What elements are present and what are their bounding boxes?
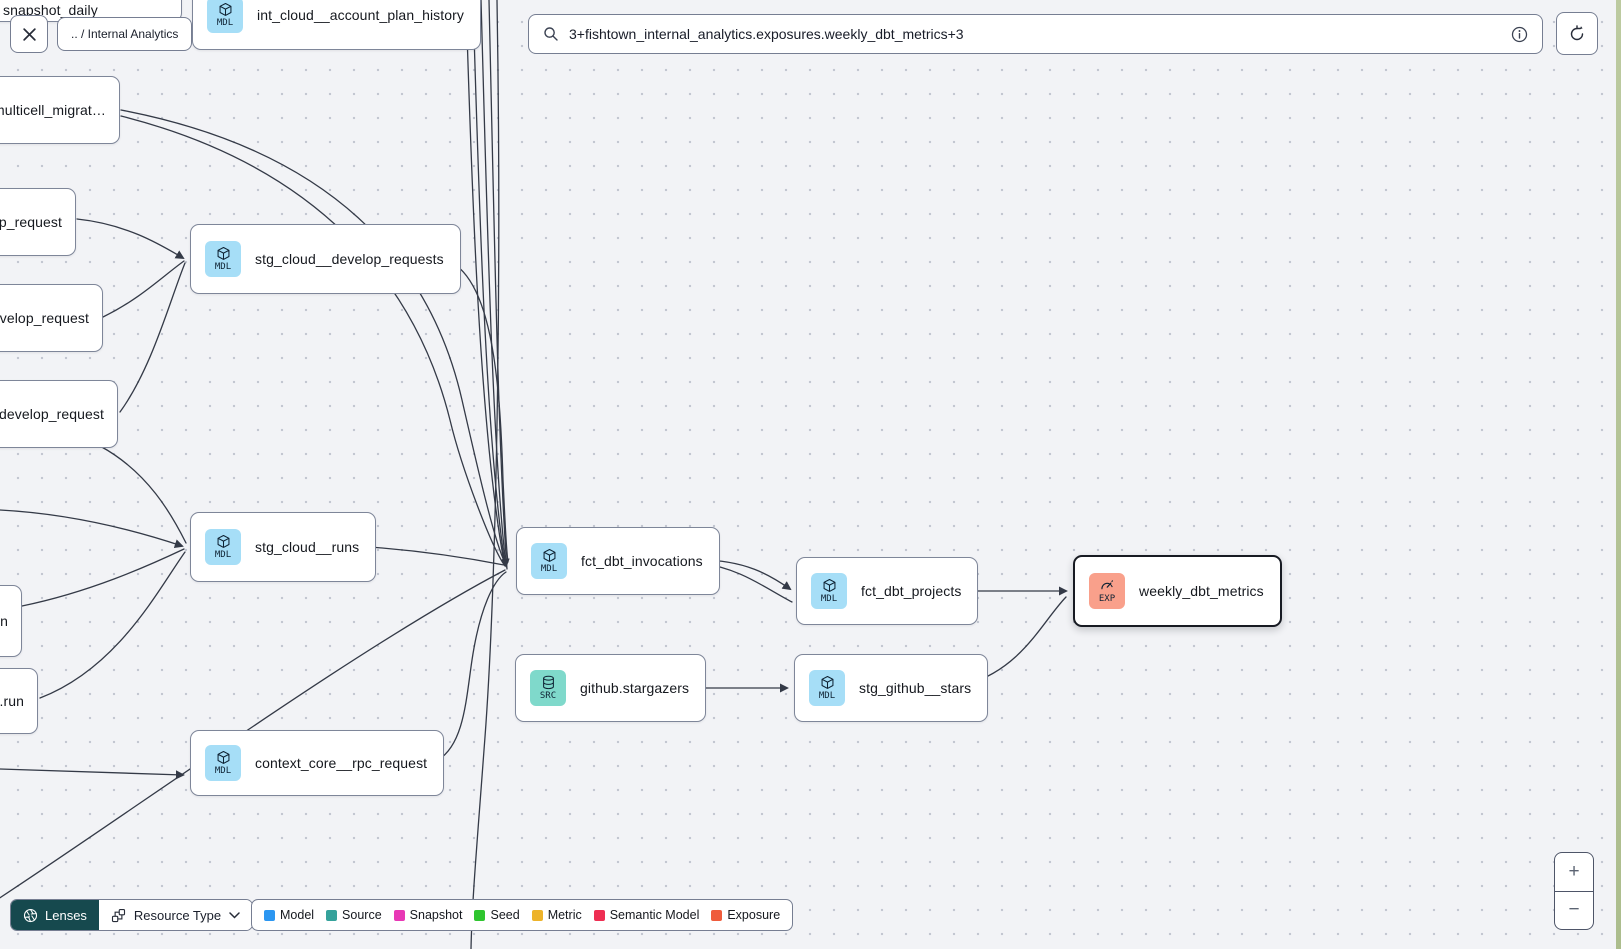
legend-item-snapshot: Snapshot [393, 908, 462, 922]
model-badge: MDL [811, 573, 847, 609]
snapshot-swatch [393, 909, 405, 921]
workflow-icon [111, 908, 125, 922]
node-label: fct_dbt_invocations [581, 553, 703, 569]
model-badge: MDL [205, 745, 241, 781]
node-fct-dbt-invocations[interactable]: MDL fct_dbt_invocations [516, 527, 720, 595]
zoom-out-button[interactable]: − [1568, 899, 1580, 921]
legend-item-source: Source [326, 908, 382, 922]
node-context-core-rpc-request[interactable]: MDL context_core__rpc_request [190, 730, 445, 796]
node-weekly-dbt-metrics[interactable]: EXP weekly_dbt_metrics [1073, 555, 1282, 627]
legend-item-seed: Seed [474, 908, 520, 922]
model-badge: MDL [205, 241, 241, 277]
node-label: int_cloud__account_plan_history [257, 7, 465, 23]
node-label: fct_dbt_projects [861, 583, 962, 599]
node-label: context_core__rpc_request [255, 755, 428, 771]
model-badge: MDL [207, 0, 243, 33]
node-label: .run [0, 693, 24, 709]
node-int-cloud-account-plan-history[interactable]: MDL int_cloud__account_plan_history [192, 0, 482, 50]
exposure-swatch [711, 909, 723, 921]
lenses-toolbar: Lenses Resource Type [10, 899, 254, 931]
legend-item-model: Model [264, 908, 314, 922]
close-button[interactable] [10, 15, 48, 53]
node-label: stg_cloud__runs [255, 539, 360, 555]
aperture-icon [23, 908, 38, 922]
node-label: stg_github__stars [859, 680, 972, 696]
node-label: p_request [0, 214, 62, 230]
cube-icon [217, 534, 229, 548]
model-badge: MDL [531, 543, 567, 579]
source-badge: SRC [530, 670, 566, 706]
node-fct-dbt-projects[interactable]: MDL fct_dbt_projects [796, 557, 979, 625]
node-label: snapshot_daily [3, 2, 98, 18]
node-label: n [0, 613, 8, 629]
refresh-button[interactable] [1556, 12, 1598, 55]
node-p-request[interactable]: p_request [0, 188, 76, 256]
node-label: .develop_request [0, 406, 104, 422]
source-swatch [326, 909, 338, 921]
breadcrumb[interactable]: .. / Internal Analytics [57, 17, 193, 51]
node-develop-request[interactable]: .develop_request [0, 380, 118, 448]
semantic-model-swatch [593, 909, 605, 921]
node-stg-cloud-runs[interactable]: MDL stg_cloud__runs [190, 512, 377, 582]
metric-swatch [531, 909, 543, 921]
chevron-down-icon [229, 911, 240, 919]
node-velop-request[interactable]: velop_request [0, 284, 103, 352]
resource-type-label: Resource Type [133, 907, 222, 923]
model-badge: MDL [809, 670, 845, 706]
node-label: stg_cloud__develop_requests [255, 251, 444, 267]
close-icon [22, 27, 36, 41]
seed-swatch [474, 909, 486, 921]
refresh-icon [1570, 24, 1584, 40]
node-n[interactable]: n [0, 585, 22, 657]
gauge-icon [1101, 580, 1114, 590]
node-label: github.stargazers [580, 680, 690, 696]
cube-icon [543, 548, 555, 562]
model-badge: MDL [205, 529, 241, 565]
node-label: multicell_migrat… [0, 102, 106, 118]
breadcrumb-label: .. / Internal Analytics [71, 27, 179, 41]
exposure-badge: EXP [1089, 573, 1125, 609]
cube-icon [217, 750, 229, 764]
node-label: velop_request [0, 310, 89, 326]
desktop-edge-sliver [1616, 0, 1621, 949]
zoom-controls: + − [1554, 852, 1594, 930]
lenses-label: Lenses [45, 907, 87, 923]
node-label: weekly_dbt_metrics [1139, 583, 1264, 599]
resource-type-dropdown[interactable]: Resource Type [98, 900, 253, 930]
model-swatch [264, 909, 275, 921]
legend-item-metric: Metric [531, 908, 582, 922]
search-bar[interactable] [528, 14, 1543, 54]
zoom-in-button[interactable]: + [1555, 853, 1593, 892]
node-stg-github-stars[interactable]: MDL stg_github__stars [794, 654, 989, 722]
search-input[interactable] [569, 26, 1501, 42]
cube-icon [219, 2, 231, 16]
info-icon[interactable] [1511, 26, 1528, 43]
legend-item-semantic-model: Semantic Model [593, 908, 699, 922]
node-stg-cloud-develop-requests[interactable]: MDL stg_cloud__develop_requests [190, 224, 461, 294]
cube-icon [823, 578, 835, 592]
cube-icon [217, 246, 229, 260]
lenses-button[interactable]: Lenses [11, 900, 99, 930]
legend-item-exposure: Exposure [711, 908, 780, 922]
node-run[interactable]: .run [0, 668, 38, 734]
search-icon [544, 27, 558, 41]
cube-icon [821, 675, 833, 689]
database-icon [542, 675, 554, 690]
node-multicell-migrat[interactable]: multicell_migrat… [0, 76, 120, 144]
node-github-stargazers[interactable]: SRC github.stargazers [515, 654, 707, 722]
resource-type-legend: Model Source Snapshot Seed Metric Semant… [251, 899, 794, 931]
